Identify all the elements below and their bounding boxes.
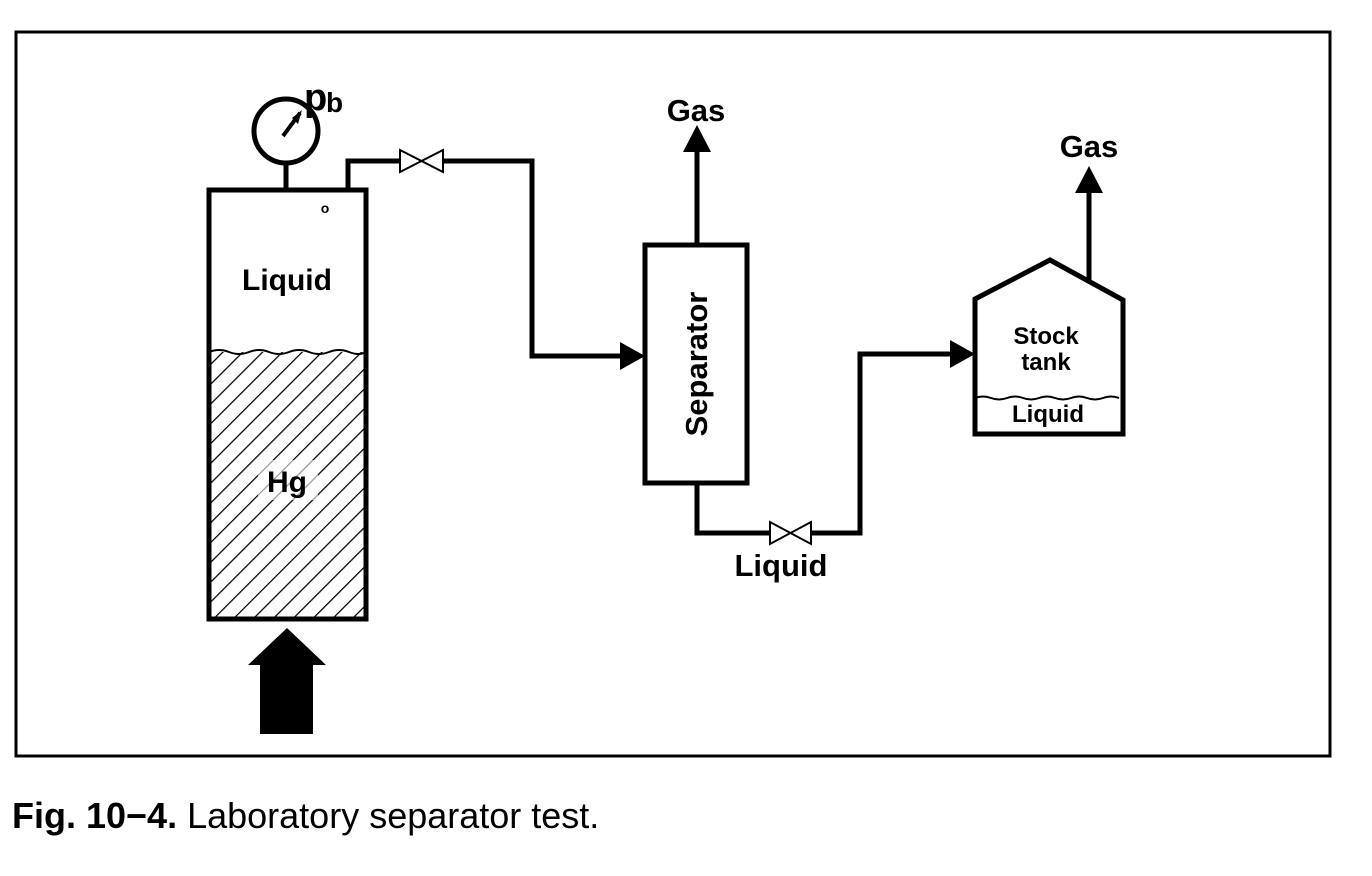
piston-push-arrow-icon [248, 628, 326, 734]
pipe-separator-liquid [694, 483, 770, 536]
gauge-label-p: p [304, 77, 327, 119]
small-mark: o [321, 200, 330, 216]
separator: Separator Gas [642, 93, 750, 486]
pipe-to-stock-tank [811, 351, 950, 536]
stock-tank-gas-arrow-icon [1075, 166, 1103, 193]
pressure-gauge: p b [251, 77, 343, 190]
stock-tank-label-line2: tank [1021, 349, 1071, 376]
valve-icon[interactable] [769, 520, 812, 546]
stock-tank-liquid-level [974, 395, 1120, 401]
separator-liquid-label: Liquid [735, 548, 828, 583]
stock-tank-vessel [972, 257, 1126, 437]
arrow-into-stock-tank-icon [950, 340, 975, 368]
arrow-into-separator-icon [620, 342, 645, 370]
separator-gas-arrow-icon [683, 125, 711, 152]
stock-tank-liquid-label: Liquid [1012, 401, 1084, 428]
caption-text: Laboratory separator test. [177, 795, 600, 836]
gauge-label-subscript: b [326, 87, 343, 118]
caption-number: Fig. 10−4. [12, 795, 178, 836]
separator-vessel [642, 242, 750, 486]
cell-mercury-label: Hg [267, 466, 307, 499]
stock-tank: Stock tank Liquid Gas [972, 129, 1126, 437]
stock-tank-label-line1: Stock [1013, 323, 1079, 350]
separator-label: Separator [679, 292, 714, 437]
valve-icon[interactable] [399, 148, 444, 174]
figure-caption: Fig. 10−4. Laboratory separator test. [12, 795, 599, 837]
liquid-mercury-interface [208, 349, 367, 355]
figure-frame [14, 30, 1332, 758]
pipe-cell-outlet [345, 158, 400, 190]
stock-tank-gas-label: Gas [1060, 129, 1119, 164]
pipe-to-separator [443, 158, 620, 359]
separator-gas-label: Gas [667, 93, 726, 128]
pvt-cell: Liquid Hg o [206, 187, 369, 622]
cell-liquid-label: Liquid [242, 264, 332, 297]
